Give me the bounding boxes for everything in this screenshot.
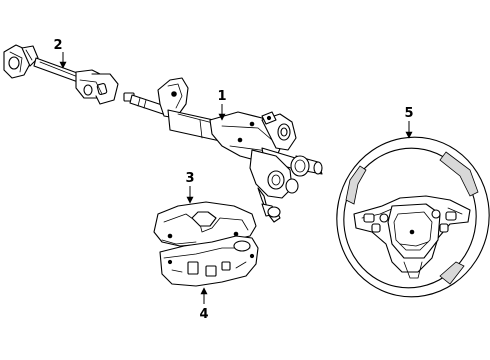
callout-5: 5 — [404, 106, 414, 139]
callout-label-3: 3 — [185, 171, 194, 186]
callout-label-2: 2 — [53, 38, 62, 53]
intermediate-shaft[interactable] — [3, 44, 119, 105]
callout-2: 2 — [53, 38, 67, 69]
callout-label-5: 5 — [404, 106, 413, 121]
callout-3: 3 — [185, 171, 195, 204]
steering-column[interactable] — [123, 77, 323, 223]
callout-label-1: 1 — [217, 89, 226, 104]
callout-1: 1 — [217, 89, 227, 121]
lower-column-cover[interactable] — [159, 235, 259, 287]
callout-label-4: 4 — [199, 307, 208, 322]
upper-column-cover[interactable] — [153, 201, 257, 247]
callout-4: 4 — [199, 287, 209, 322]
steering-wheel[interactable] — [322, 123, 490, 311]
